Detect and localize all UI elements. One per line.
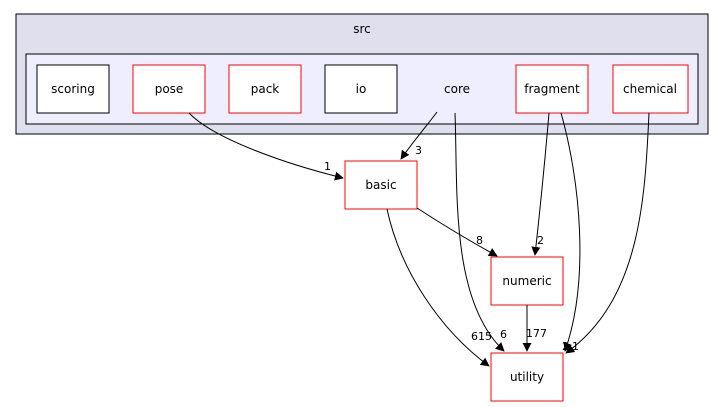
node-io-label: io [356, 82, 367, 96]
edge-pose-basic [188, 112, 344, 181]
edge-label-core-utility: 6 [500, 328, 507, 341]
node-basic-label: basic [365, 178, 396, 192]
edge-core-utility [454, 112, 505, 352]
node-core-label: core [444, 82, 470, 96]
edge-label-fragment-numeric: 2 [537, 234, 544, 247]
node-numeric-label: numeric [502, 274, 551, 288]
node-utility[interactable]: utility [490, 352, 564, 402]
edge-basic-numeric [416, 207, 498, 257]
node-io[interactable]: io [324, 64, 398, 114]
edge-label-core-basic: 3 [415, 144, 422, 157]
edge-chemical-utility [565, 112, 650, 354]
cluster-src-label: src [353, 22, 371, 36]
edge-label-pose-basic: 1 [324, 160, 331, 173]
node-pose[interactable]: pose [132, 64, 206, 114]
node-utility-label: utility [510, 370, 544, 384]
edge-basic-utility [386, 208, 490, 367]
edge-core-basic [400, 111, 438, 160]
node-chemical-label: chemical [623, 82, 677, 96]
node-scoring[interactable]: scoring [36, 64, 110, 114]
edge-label-numeric-utility: 177 [526, 327, 547, 340]
edge-label-chemical-utility: 1 [572, 340, 579, 353]
node-pack[interactable]: pack [228, 64, 302, 114]
edge-label-fragment-utility: 2 [562, 340, 569, 353]
edge-label-basic-utility: 615 [471, 330, 492, 343]
edge-fragment-numeric [531, 112, 550, 256]
node-pose-label: pose [155, 82, 184, 96]
node-basic[interactable]: basic [344, 160, 418, 210]
node-fragment[interactable]: fragment [515, 64, 589, 114]
node-pack-label: pack [251, 82, 280, 96]
node-chemical[interactable]: chemical [612, 64, 689, 114]
edge-fragment-utility [560, 112, 581, 352]
edge-label-basic-numeric: 8 [476, 234, 483, 247]
node-scoring-label: scoring [51, 82, 95, 96]
node-fragment-label: fragment [524, 82, 580, 96]
node-numeric[interactable]: numeric [490, 256, 564, 306]
